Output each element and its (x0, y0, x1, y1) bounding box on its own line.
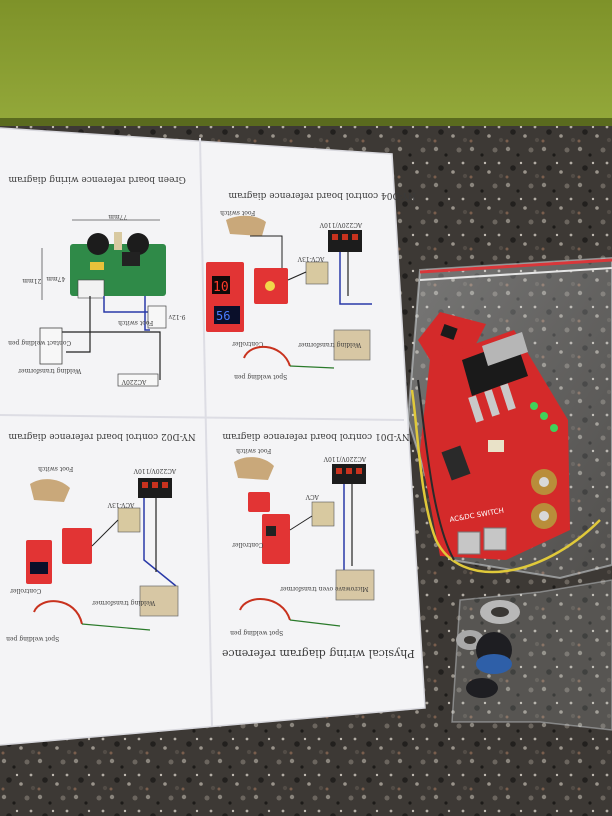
d04-welding-pen-cable (243, 345, 291, 367)
d04-foot-label: Foot switch (220, 209, 255, 216)
d02-control-board (62, 528, 92, 564)
dim-height-label: 47mm (46, 275, 65, 282)
d02-psu (117, 507, 141, 533)
d04-display-a: 10 (213, 280, 229, 295)
d01-board-small (248, 492, 270, 512)
d01-controller-label: Controller (232, 541, 263, 548)
d02-controller-label: Controller (10, 587, 41, 594)
d04-foot-switch (226, 215, 266, 236)
led-green-1 (530, 402, 538, 410)
d02-pen-label: Spot welding pen (6, 635, 59, 642)
bag-with-controller-board: AC&DC SWITCH (406, 256, 612, 580)
knob-black-2 (466, 678, 498, 698)
green-wall (0, 0, 612, 122)
d01-caption: NY-D01 control board reference diagram (222, 431, 410, 441)
d04-transformer (333, 329, 371, 361)
pot-knob-left (87, 233, 109, 255)
d02-foot-label: Foot switch (38, 465, 73, 472)
d01-pen-label: Spot welding pen (230, 629, 283, 636)
d01-transformer-label: Microwave oven transformer (280, 585, 369, 592)
d02-caption: NY-D02 control board reference diagram (8, 431, 196, 441)
d01-psu (311, 501, 335, 527)
d04-transformer-label: Welding transformer (298, 341, 361, 348)
d01-foot-switch (234, 457, 274, 480)
d04-pen-label: Spot welding pen (234, 373, 287, 380)
fold-line-vertical (199, 137, 213, 727)
green-contact-label: Contact welding pen (8, 339, 71, 346)
d01-foot-label: Foot switch (236, 447, 271, 454)
dim-small-label: 21mm (22, 277, 41, 284)
small-plastic-bag (451, 579, 612, 731)
panel-ny-d04: NY-D04 control board reference diagram A… (206, 190, 416, 380)
panel-green-board: Green board reference wiring diagram 77m… (8, 174, 186, 387)
d04-acv-label: ACV-13V (297, 255, 325, 262)
green-ac-label: AC220V (121, 378, 147, 385)
bag-zip-red (419, 258, 612, 274)
capacitor-white (488, 440, 504, 452)
knob-blue-ring (476, 654, 512, 674)
d02-welding-pen-cable (33, 600, 83, 625)
led-green-2 (540, 412, 548, 420)
d02-transformer-label: Welding transformer (92, 599, 155, 606)
wall-shadow-edge (0, 118, 612, 126)
terminal-block-1 (457, 531, 481, 555)
d01-transformer (335, 569, 375, 601)
green-transformer (39, 327, 63, 365)
yellow-wire (410, 389, 601, 574)
d04-controller-label: Controller (232, 340, 263, 347)
green-caption: Green board reference wiring diagram (8, 174, 186, 184)
d04-psu (305, 261, 329, 285)
d04-display-b: 56 (216, 309, 230, 323)
panel-ny-d02: NY-D02 control board reference diagram A… (6, 431, 196, 642)
d02-ac-label: AC220V/110V (133, 467, 177, 474)
d01-acv-label: ACV (305, 493, 320, 500)
sheet-title: Physical wiring diagram reference (222, 647, 415, 660)
bag-with-knobs (451, 579, 612, 731)
led-green-3 (550, 424, 558, 432)
d04-power-terminal (328, 230, 362, 252)
dim-width-label: 77mm (108, 213, 127, 220)
d02-transformer (139, 585, 179, 617)
green-9v-label: 9-12v (168, 313, 185, 320)
panel-ny-d01: NY-D01 control board reference diagram A… (222, 431, 410, 636)
d02-foot-switch (30, 479, 70, 502)
d01-control-board (262, 514, 290, 564)
green-foot-label: Foot switch (118, 319, 153, 326)
d02-acv-label: ACV-13V (107, 501, 135, 508)
d04-ac-label: AC220V/110V (319, 221, 363, 228)
d01-welding-pen-cable (239, 598, 291, 621)
wiring-instruction-sheet: Physical wiring diagram reference Green … (0, 127, 426, 746)
pot-knob-right (127, 233, 149, 255)
d01-ac-label: AC220V/110V (323, 455, 367, 462)
green-transformer-label: Welding transformer (18, 367, 81, 374)
terminal-block-2 (483, 527, 507, 551)
fold-line-horizontal (0, 414, 405, 421)
d04-caption: NY-D04 control board reference diagram (228, 190, 416, 200)
